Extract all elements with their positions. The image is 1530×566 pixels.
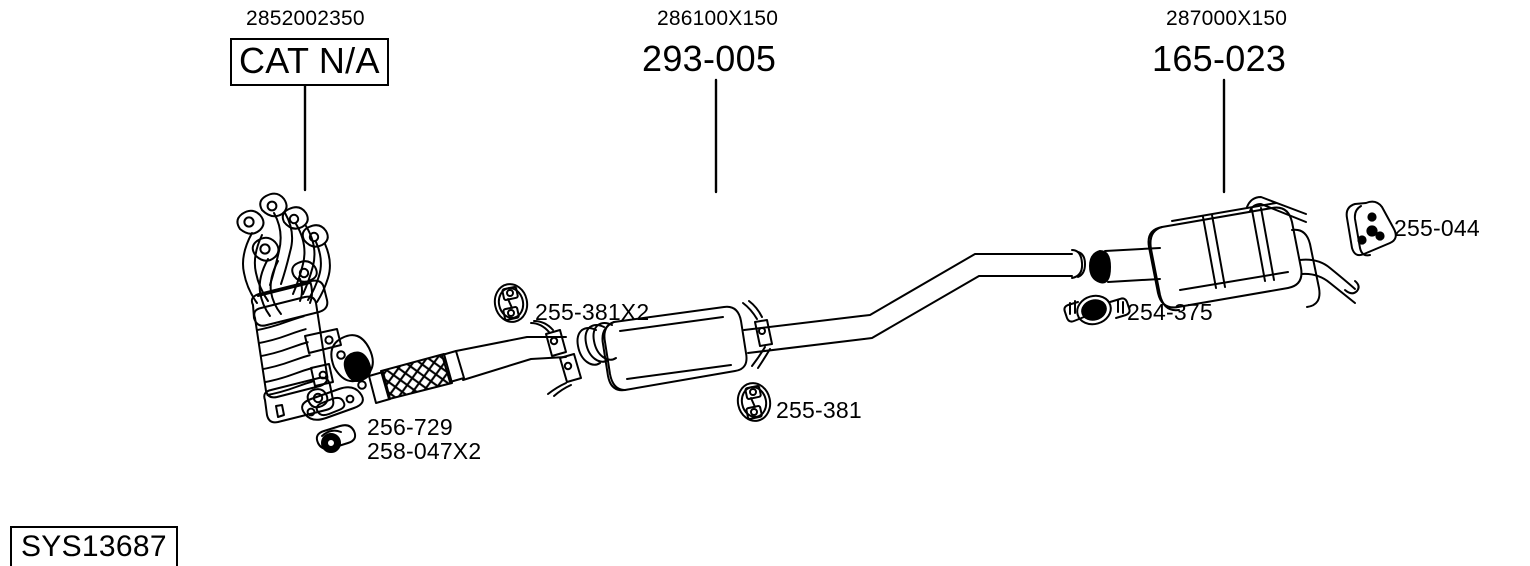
flex-braid	[380, 353, 453, 400]
catalytic-converter-body	[253, 295, 342, 424]
pipe-flare-end	[1071, 249, 1084, 279]
label-nut-258-047x2: 258-047X2	[367, 438, 482, 464]
catalytic-collector	[250, 279, 329, 327]
manifold-runners	[242, 212, 331, 317]
pipe-clamp-icon-shape	[1063, 294, 1131, 326]
intermediate-pipe-upper	[860, 253, 1073, 317]
label-clamp-255-381x2: 255-381X2	[535, 299, 650, 325]
centre-silencer	[576, 305, 865, 392]
header-code-centre: 286100X150	[657, 7, 779, 30]
converter-bracket-upper	[304, 328, 342, 354]
header-code-catalytic: 2852002350	[246, 7, 365, 30]
nut-icon-shape	[315, 424, 357, 453]
front-pipe-assembly	[330, 334, 567, 404]
u-bolt-clamp-icon-shape-2	[736, 382, 772, 422]
strap-4	[1260, 207, 1275, 281]
strap-1	[1202, 216, 1217, 289]
header-part-rear[interactable]: 165-023	[1152, 38, 1287, 79]
u-bolt-clamp-icon-shape-1	[493, 283, 529, 323]
centre-outlet-lower	[747, 338, 865, 354]
tailpipe	[1291, 228, 1360, 308]
header-part-centre[interactable]: 293-005	[642, 38, 777, 79]
label-hanger-255-044: 255-044	[1394, 215, 1480, 241]
intermediate-pipe	[860, 249, 1086, 340]
rubber-hanger-icon-shape	[1345, 200, 1397, 257]
header-code-rear: 287000X150	[1166, 7, 1288, 30]
intermediate-pipe-lower	[863, 275, 1073, 340]
rear-of-centre-hanger	[742, 300, 773, 369]
strap-3	[1251, 209, 1266, 282]
label-clamp-254-375: 254-375	[1127, 299, 1213, 325]
front-pipe-lower-edge	[462, 356, 567, 381]
rear-hanger-rod	[1246, 196, 1307, 215]
strap-2	[1211, 214, 1226, 288]
leader-lines	[303, 78, 1226, 194]
rear-silencer	[1089, 196, 1360, 312]
label-clamp-255-381: 255-381	[776, 397, 862, 423]
gasket-icon-shape	[301, 386, 364, 421]
header-part-catalytic[interactable]: CAT N/A	[230, 38, 389, 86]
manifold-catalytic-assembly	[236, 192, 342, 424]
manifold-flange-ports	[236, 192, 329, 283]
front-pipe-flange	[330, 334, 374, 390]
label-gasket-256-729: 256-729	[367, 414, 453, 440]
system-id-badge[interactable]: SYS13687	[10, 526, 178, 566]
front-hanger-brackets	[530, 320, 582, 397]
